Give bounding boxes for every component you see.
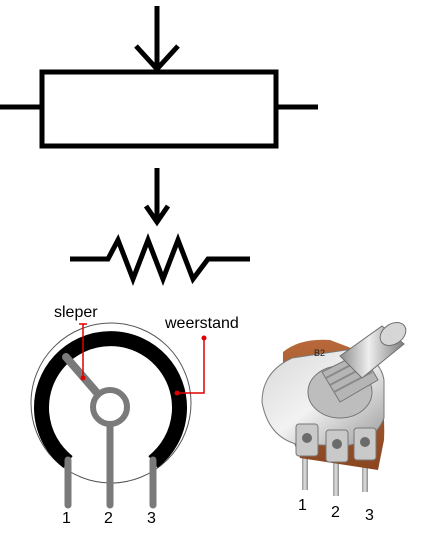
track-label: weerstand xyxy=(164,315,239,332)
track-annotation-line xyxy=(178,338,205,394)
track-annotation-top-dot xyxy=(201,335,207,341)
potentiometer-photo: B2 1 2 3 xyxy=(261,322,407,524)
wiper-hub xyxy=(90,387,130,427)
photo-pin-label-3: 3 xyxy=(365,507,374,524)
diagram-pin-label-2: 2 xyxy=(104,510,113,527)
photo-terminals xyxy=(295,423,377,463)
photo-pin-label-1: 1 xyxy=(298,497,307,514)
photo-shaft xyxy=(339,322,407,379)
wiper-arrow-icon xyxy=(143,168,171,227)
resistor-body xyxy=(39,69,279,149)
photo-leg-1 xyxy=(302,452,308,490)
photo-leg-3 xyxy=(362,458,368,492)
wiper-arrow-icon xyxy=(134,6,180,73)
wiper-annotation-dot xyxy=(80,375,86,381)
photo-marking: B2 xyxy=(314,348,325,358)
wiper-label: sleper xyxy=(54,304,98,321)
rectangle-potentiometer-symbol xyxy=(0,6,318,149)
resistor-track xyxy=(34,331,187,468)
photo-leg-2 xyxy=(333,460,339,496)
track-annotation-end-dot xyxy=(174,390,180,396)
zigzag-resistor xyxy=(70,233,250,286)
wiper-arm xyxy=(62,353,102,398)
diagram-pin-label-3: 3 xyxy=(147,510,156,527)
internal-construction-diagram: sleper weerstand 1 2 3 xyxy=(30,304,239,527)
photo-pin-label-2: 2 xyxy=(331,504,340,521)
zigzag-potentiometer-symbol xyxy=(70,168,250,286)
diagram-pin-label-1: 1 xyxy=(62,510,71,527)
